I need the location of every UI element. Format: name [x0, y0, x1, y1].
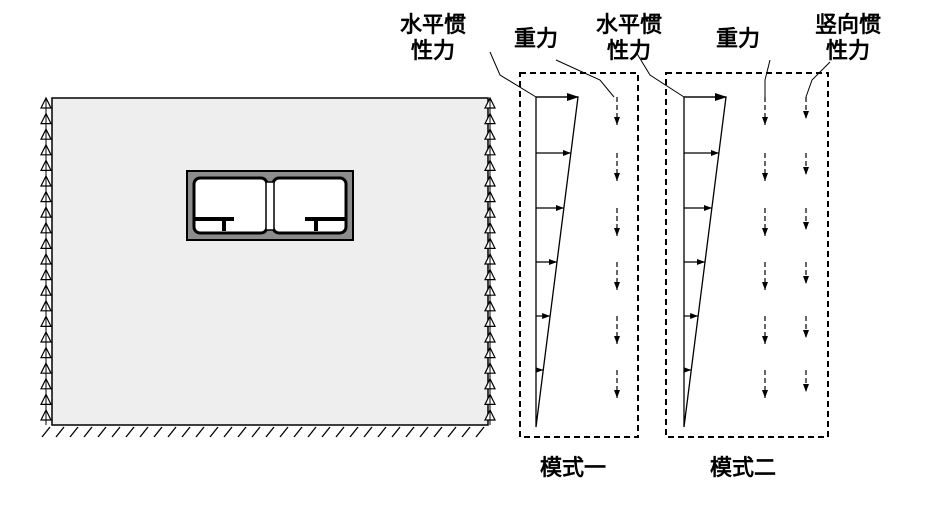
- hatch-line: [237, 426, 247, 438]
- hatch-line: [405, 426, 415, 438]
- hatch-line: [41, 426, 51, 438]
- label-mode-1: 模式一: [540, 455, 607, 481]
- hatch-line: [153, 426, 163, 438]
- hatch-line: [83, 426, 93, 438]
- tunnel-cross-section: [186, 170, 354, 241]
- hatch-line: [125, 426, 135, 438]
- hatch-line: [419, 426, 429, 438]
- hatch-line: [335, 426, 345, 438]
- hatch-line: [265, 426, 275, 438]
- label-line: 竖向惯: [815, 12, 882, 38]
- hatch-line: [307, 426, 317, 438]
- force-arrows: [535, 93, 809, 428]
- hatch-line: [391, 426, 401, 438]
- label-line: 性力: [607, 38, 652, 64]
- mode-1-frame: [519, 72, 639, 438]
- label-line: 性力: [826, 38, 871, 64]
- hatch-line: [209, 426, 219, 438]
- hatch-line: [97, 426, 107, 438]
- label-line: 水平惯: [400, 12, 467, 38]
- hatch-line: [195, 426, 205, 438]
- hatch-line: [167, 426, 177, 438]
- label-horizontal-inertia-2: 水平惯性力: [596, 12, 662, 64]
- label-gravity-2: 重力: [716, 26, 761, 52]
- hatch-line: [377, 426, 387, 438]
- soil-domain: [51, 97, 489, 426]
- boundary-supports: [40, 96, 496, 425]
- hatch-line: [223, 426, 233, 438]
- label-line: 水平惯: [596, 12, 663, 38]
- hatch-line: [293, 426, 303, 438]
- hatch-line: [279, 426, 289, 438]
- label-vertical-inertia: 竖向惯性力: [815, 12, 881, 64]
- hatch-line: [349, 426, 359, 438]
- hatch-line: [55, 426, 65, 438]
- hatch-line: [111, 426, 121, 438]
- label-horizontal-inertia-1: 水平惯性力: [400, 12, 466, 64]
- leader-lines: [489, 51, 831, 98]
- hatch-line: [321, 426, 331, 438]
- label-mode-2: 模式二: [710, 455, 777, 481]
- hatch-line: [433, 426, 443, 438]
- hatch-line: [139, 426, 149, 438]
- hatch-line: [181, 426, 191, 438]
- mode-2-frame: [665, 72, 829, 438]
- hatch-line: [251, 426, 261, 438]
- hatch-line: [363, 426, 373, 438]
- label-gravity-1: 重力: [514, 26, 559, 52]
- hatch-line: [69, 426, 79, 438]
- fixed-base-hatch: [41, 426, 485, 438]
- label-line: 性力: [411, 38, 456, 64]
- hatch-line: [475, 426, 485, 438]
- hatch-line: [447, 426, 457, 438]
- hatch-line: [461, 426, 471, 438]
